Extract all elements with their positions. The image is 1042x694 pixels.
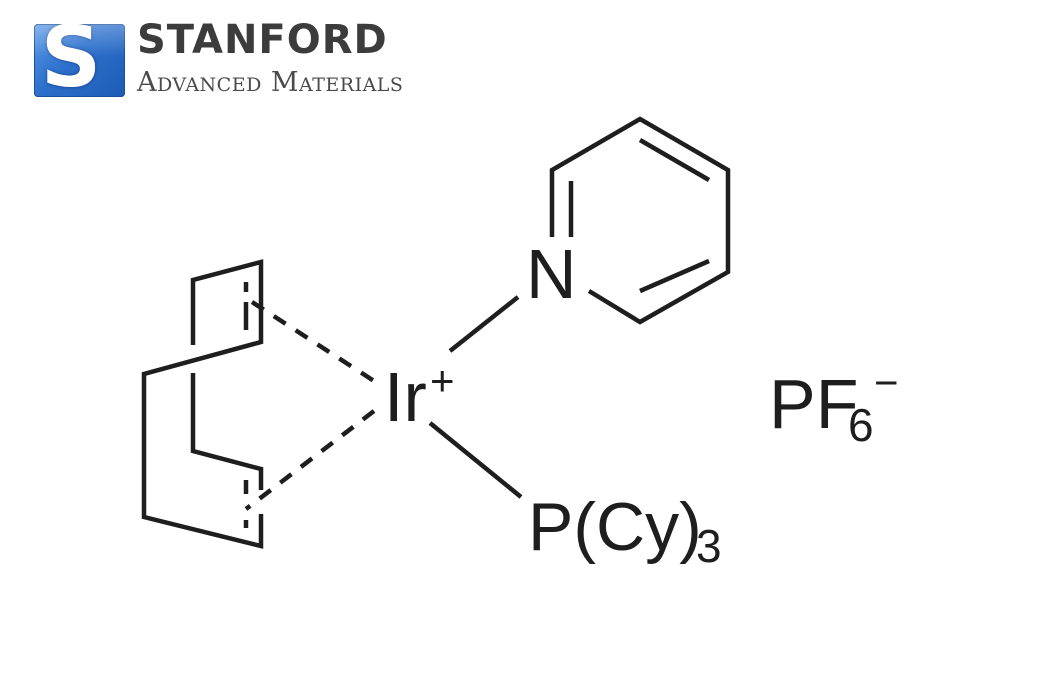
phosphine-label: P(Cy)	[528, 489, 702, 565]
ir-n-bond	[448, 295, 520, 353]
logo-icon: S	[34, 24, 125, 97]
brand-subtitle: Advanced Materials	[137, 67, 404, 98]
cod-ir-dashed-bond-top	[250, 300, 376, 383]
cod-ir-dashed-bond-bottom	[244, 409, 376, 511]
cod-ligand	[141, 259, 264, 549]
phosphine-subscript: 3	[696, 520, 722, 572]
counterion-subscript: 6	[848, 399, 874, 451]
brand-name: STANFORD	[137, 17, 388, 63]
counterion-label: PF	[769, 365, 858, 443]
n-label: N	[526, 235, 577, 313]
ir-label: Ir	[384, 358, 427, 436]
counterion-charge: −	[874, 359, 899, 406]
ir-p-bond	[428, 421, 523, 499]
pyridine-ring	[549, 116, 731, 325]
ir-charge: +	[430, 357, 455, 404]
